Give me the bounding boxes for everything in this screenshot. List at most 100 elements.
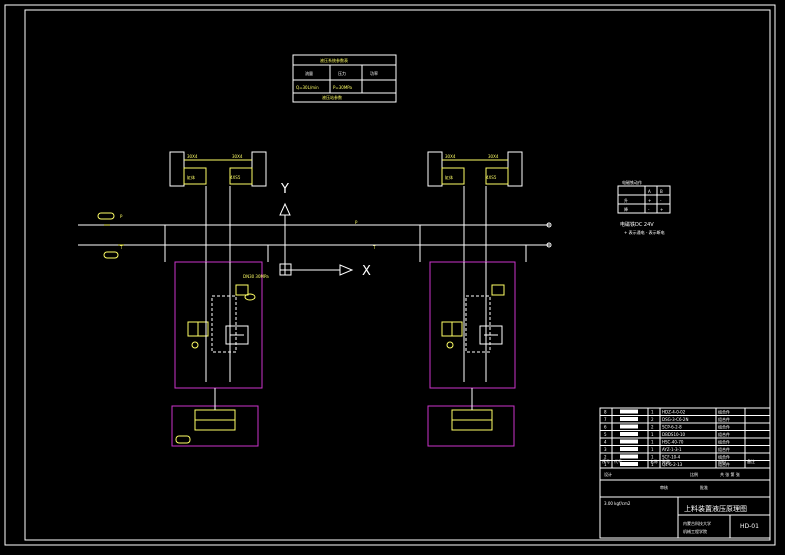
part-code: DBDS10-10 bbox=[662, 432, 686, 437]
parts-header-cell: 序号 bbox=[602, 458, 610, 464]
part-qty: 1 bbox=[651, 410, 654, 415]
solenoid-row1-label: 升 bbox=[624, 197, 628, 203]
part-name-block bbox=[620, 454, 638, 459]
part-number: 4 bbox=[604, 440, 607, 445]
y-axis-label: Y bbox=[280, 182, 289, 197]
solenoid-row2-a: - bbox=[648, 207, 650, 212]
part-code: SCF-10-4 bbox=[662, 455, 681, 460]
part-material: 组合件 bbox=[718, 461, 730, 467]
part-qty: 1 bbox=[651, 462, 654, 467]
inner-frame bbox=[24, 9, 771, 541]
unit-a-valve-note: DN30 30MPa bbox=[243, 274, 269, 279]
part-code: HSC-40-70 bbox=[662, 440, 684, 445]
part-qty: 1 bbox=[651, 455, 654, 460]
sheet-label: 共 张 第 张 bbox=[720, 471, 740, 477]
part-code: SCP-6-2-8 bbox=[662, 425, 682, 430]
drawing-title: 上料装置液压原理图 bbox=[684, 504, 747, 513]
top-table-title: 液压系统参数表 bbox=[320, 57, 348, 63]
parts-header-cell: 代号 bbox=[614, 458, 622, 464]
unit-b-pump-block bbox=[427, 405, 515, 447]
solenoid-row2-b: + bbox=[660, 207, 663, 212]
hydraulic-unit-b: 30X4 30X4 缸体 4XS5 bbox=[419, 151, 527, 447]
part-material: 组合件 bbox=[718, 416, 730, 422]
unit-b-left-tag: 30X4 bbox=[445, 154, 456, 159]
part-name-block bbox=[620, 417, 638, 421]
part-material: 组合件 bbox=[718, 439, 730, 445]
unit-a-right-tag: 30X4 bbox=[232, 154, 243, 159]
solenoid-voltage-note: 电磁铁DC 24V bbox=[620, 221, 654, 228]
drawing-number: HD-01 bbox=[740, 523, 759, 530]
parts-header-cell: 名称 bbox=[650, 458, 658, 464]
top-parameter-table: 液压系统参数表 流量 压力 功率 Q=30L/min P=30MPa 液压站参数 bbox=[292, 54, 397, 103]
part-name-block bbox=[620, 462, 638, 466]
part-name-block bbox=[620, 439, 638, 444]
unit-b-cyl-right: 4XS5 bbox=[486, 175, 497, 180]
part-number: 7 bbox=[604, 417, 607, 422]
part-name-block bbox=[620, 424, 638, 429]
solenoid-col-a: A bbox=[648, 189, 651, 194]
unit-b-valve-block bbox=[429, 261, 516, 389]
part-number: 5 bbox=[604, 432, 607, 437]
solenoid-table: 电磁铁动作 A B 升 + - 降 - + 电磁铁DC 24V + 表示通电 -… bbox=[617, 179, 671, 235]
part-number: 3 bbox=[604, 447, 607, 452]
school-name: 内蒙古科技大学 bbox=[683, 520, 711, 526]
return-line-mid-tag: T bbox=[372, 245, 376, 250]
solenoid-row1-b: - bbox=[660, 198, 662, 203]
solenoid-table-header: 电磁铁动作 bbox=[622, 179, 642, 185]
unit-b-cyl-left: 缸体 bbox=[445, 174, 453, 180]
part-material: 组合件 bbox=[718, 454, 730, 460]
part-material: 组合件 bbox=[718, 424, 730, 430]
unit-a-left-tag: 30X4 bbox=[187, 154, 198, 159]
design-label: 设计 bbox=[604, 471, 612, 477]
part-name-block bbox=[620, 432, 638, 436]
solenoid-col-b: B bbox=[660, 189, 663, 194]
top-table-col2: 压力 bbox=[338, 70, 346, 76]
coordinate-axes: Y X bbox=[279, 182, 371, 279]
part-material: 组合件 bbox=[718, 446, 730, 452]
solenoid-row2-label: 降 bbox=[624, 206, 628, 212]
part-qty: 1 bbox=[651, 432, 654, 437]
part-qty: 2 bbox=[651, 417, 654, 422]
main-pipelines: P T P T bbox=[78, 212, 552, 259]
part-code: Q4-6-2-13 bbox=[662, 462, 683, 467]
department-name: 机械工程学院 bbox=[683, 528, 707, 534]
top-table-flow: Q=30L/min bbox=[296, 85, 319, 90]
part-material: 组合件 bbox=[718, 431, 730, 437]
scale-label: 比例 bbox=[690, 471, 698, 477]
x-axis-label: X bbox=[362, 264, 371, 279]
solenoid-row1-a: + bbox=[648, 198, 651, 203]
unit-a-cyl-left: 缸体 bbox=[187, 174, 195, 180]
unit-a-pump-block bbox=[171, 405, 259, 447]
part-qty: 1 bbox=[651, 440, 654, 445]
parts-header-cell: 数量 bbox=[662, 458, 670, 464]
unit-a-valve-block bbox=[174, 261, 263, 389]
pressure-line-mid-tag: P bbox=[355, 220, 358, 225]
part-code: DSG-3-C6-2N bbox=[662, 417, 688, 422]
part-number: 6 bbox=[604, 425, 607, 430]
part-material: 组合件 bbox=[718, 409, 730, 415]
part-name-block bbox=[620, 447, 638, 451]
check-label: 审核 bbox=[660, 484, 668, 490]
part-code: AYZ-1-3-1 bbox=[662, 447, 682, 452]
part-qty: 1 bbox=[651, 447, 654, 452]
approve-label: 批准 bbox=[700, 484, 708, 490]
part-qty: 2 bbox=[651, 425, 654, 430]
return-line-tag: T bbox=[119, 245, 123, 250]
top-table-note: 液压站参数 bbox=[322, 94, 342, 100]
parts-header-cell: 材料 bbox=[718, 458, 726, 464]
parts-header-cell: 备注 bbox=[747, 458, 755, 464]
pressure-note: 3.00 kgf/cm2 bbox=[604, 501, 631, 506]
hydraulic-unit-a: 30X4 30X4 缸体 4XS5 DN30 30MPa bbox=[164, 151, 269, 447]
outer-frame bbox=[4, 4, 776, 546]
unit-b-right-tag: 30X4 bbox=[488, 154, 499, 159]
top-table-pressure: P=30MPa bbox=[333, 85, 353, 90]
part-number: 1 bbox=[604, 462, 607, 467]
part-name-block bbox=[620, 409, 638, 414]
unit-a-cyl-right: 4XS5 bbox=[230, 175, 241, 180]
part-number: 2 bbox=[604, 455, 607, 460]
top-table-col3: 功率 bbox=[370, 70, 378, 76]
part-code: HDZ-4-0-02 bbox=[662, 410, 686, 415]
solenoid-sign-note: + 表示通电 - 表示断电 bbox=[624, 229, 665, 235]
pressure-line-tag: P bbox=[120, 214, 123, 219]
